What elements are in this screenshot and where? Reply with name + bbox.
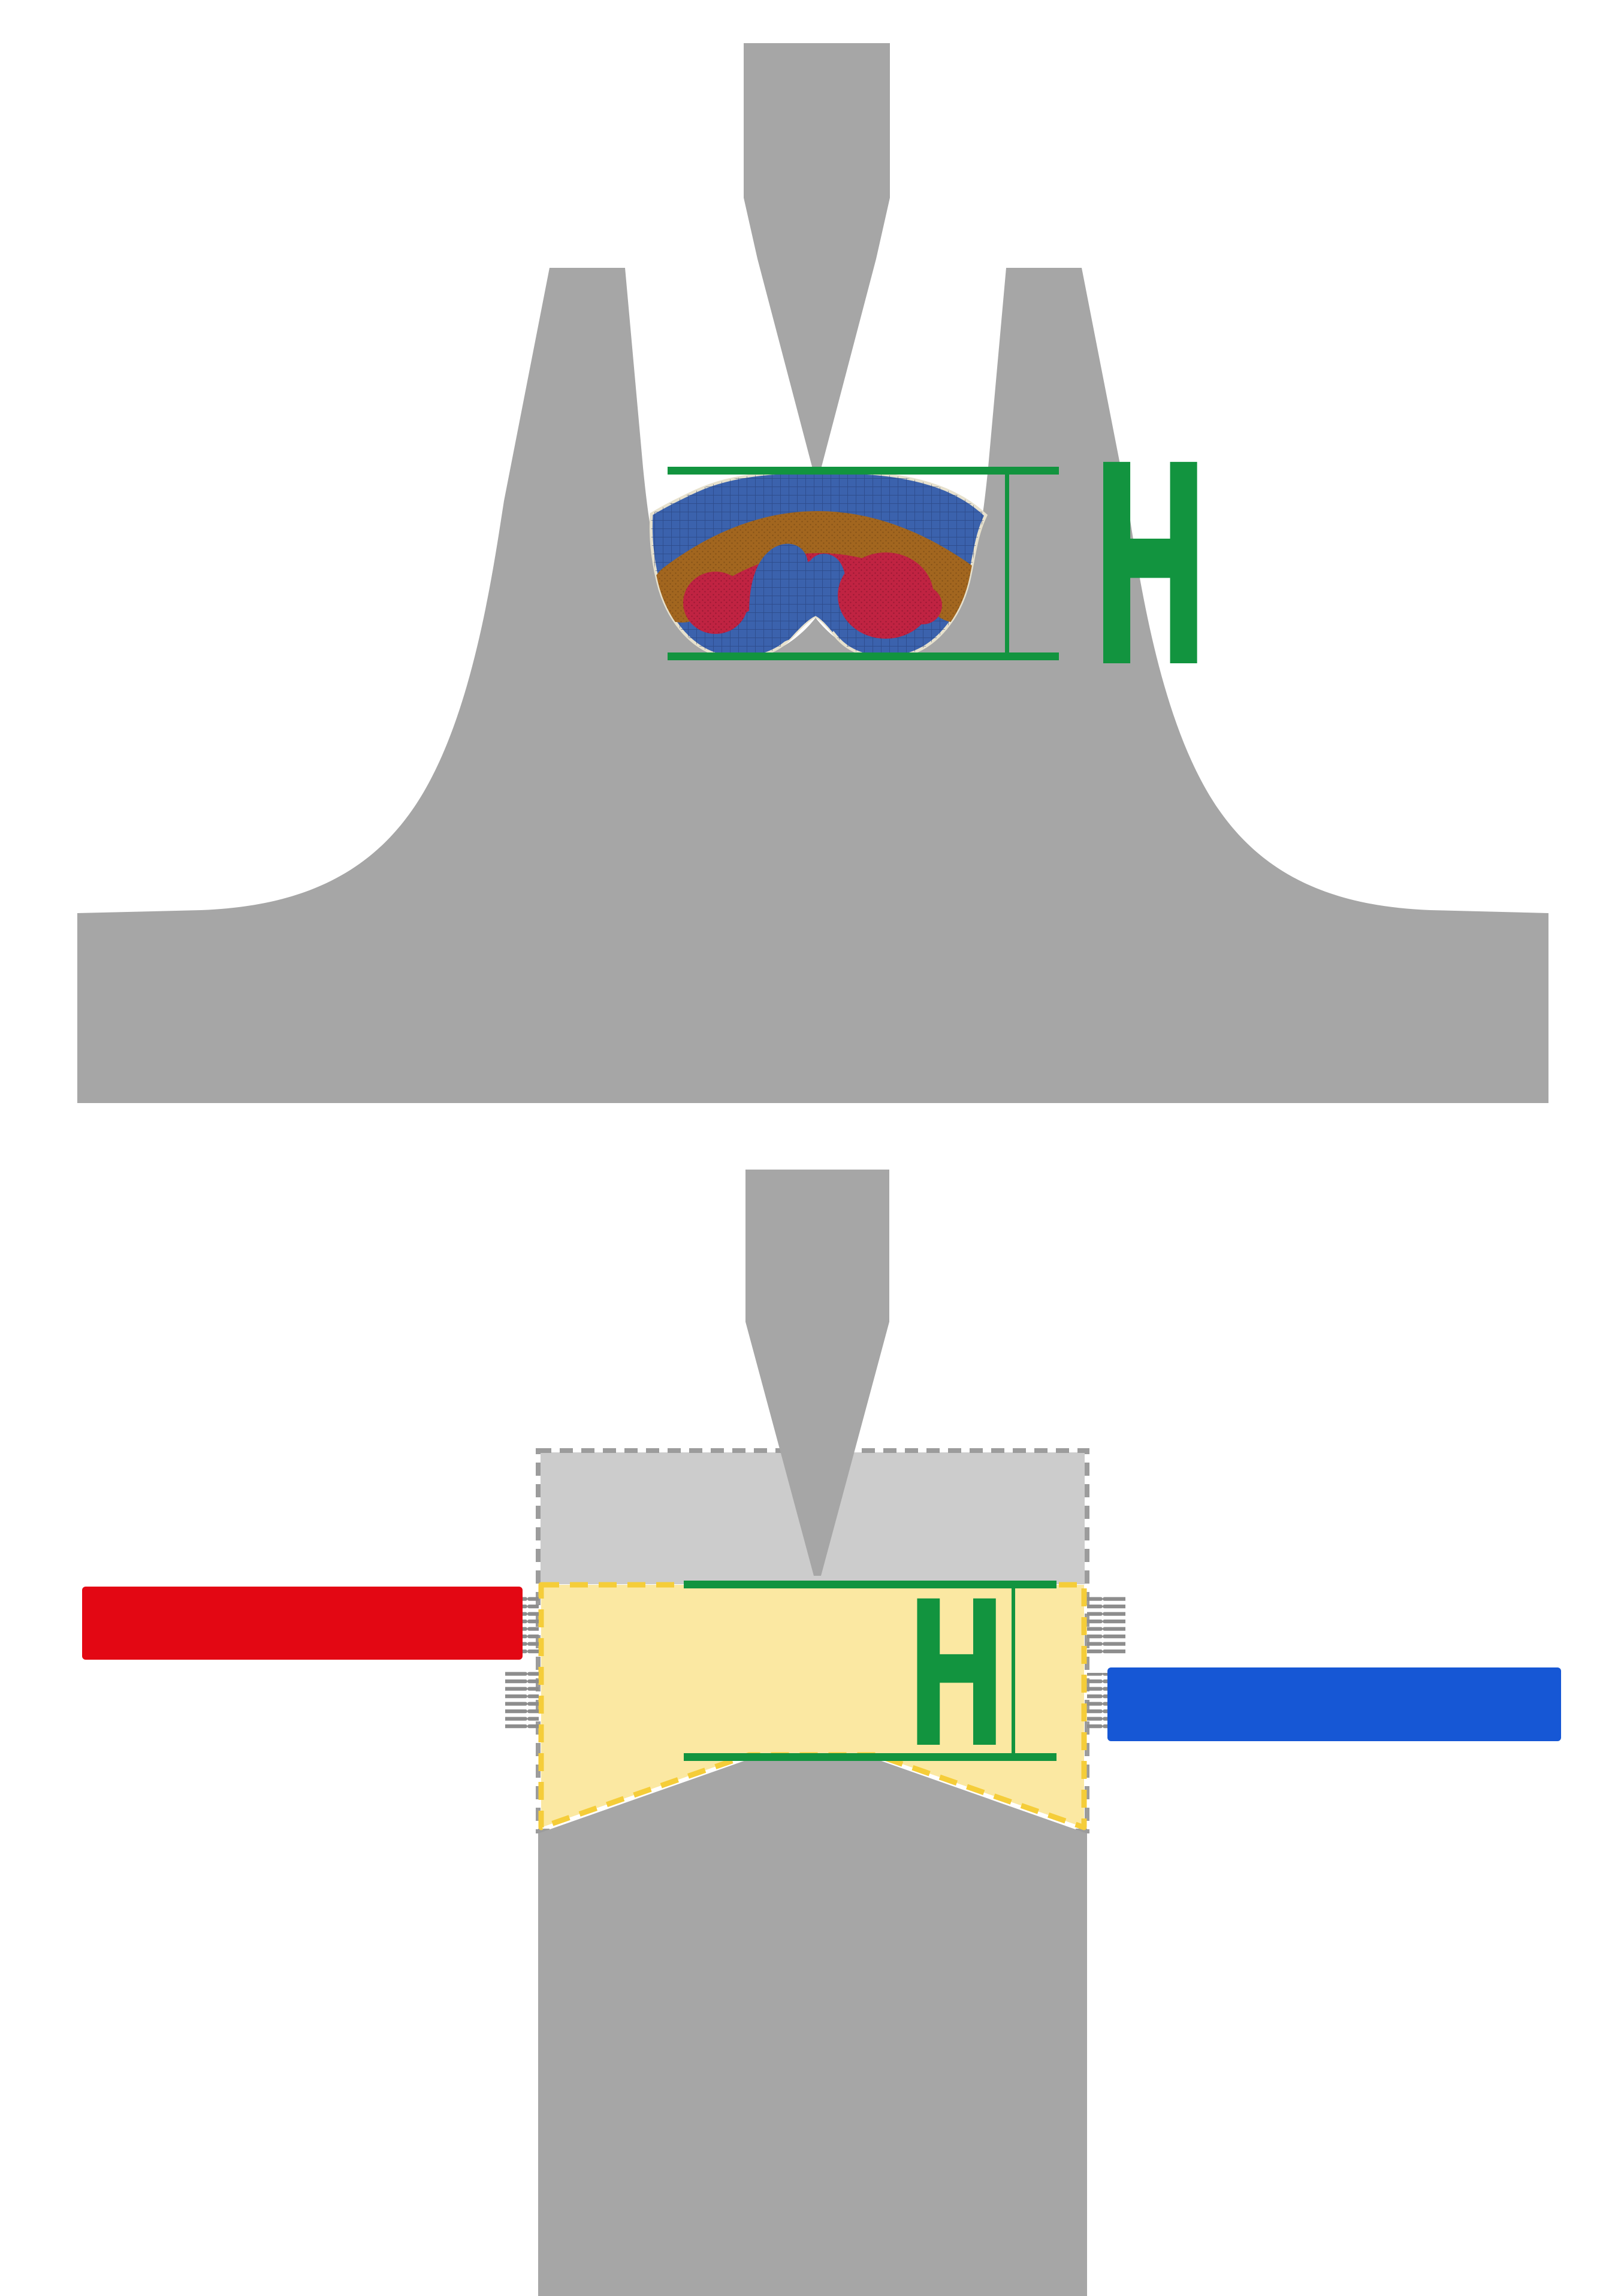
mesh-red-blob-left-texture (683, 572, 748, 634)
dimension-annotation-bottom: H (684, 1560, 1056, 1793)
dim-line-lower (668, 652, 1059, 660)
top-panel: H (77, 43, 1548, 1103)
bottom-panel: H (82, 1170, 1561, 2296)
hatch-connector-left-lower (505, 1672, 539, 1732)
lower-die-bottom-panel (538, 1759, 1087, 2296)
dimension-label-bottom: H (906, 1560, 1007, 1793)
yellow-workpiece (538, 1582, 1087, 1830)
punch-top-panel (744, 43, 890, 473)
dimension-annotation-top: H (668, 407, 1211, 729)
dim-line-upper-bottom (684, 1581, 1056, 1588)
mesh-red-blob-right-texture (838, 552, 934, 639)
lower-die-top-panel (77, 268, 1548, 1103)
red-bar (82, 1587, 523, 1660)
mesh-blue-fold-grid (748, 543, 847, 646)
dim-line-upper (668, 467, 1059, 475)
hatch-connector-right-upper (1087, 1595, 1125, 1656)
blue-bar (1107, 1667, 1561, 1741)
dim-line-vertical (1005, 470, 1009, 658)
punch-bottom-panel (745, 1170, 889, 1576)
dim-line-lower-bottom (684, 1753, 1056, 1761)
dimension-label-top: H (1090, 407, 1211, 729)
specimen-mesh (649, 470, 988, 660)
dim-line-vertical-bottom (1012, 1585, 1015, 1757)
